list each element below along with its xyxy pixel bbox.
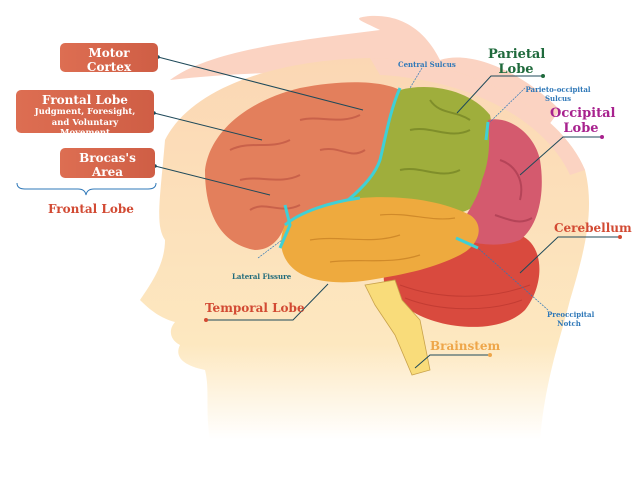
brainstem [364, 279, 431, 376]
central-sulcus [347, 87, 402, 202]
central-sulcus-label: Central Sulcus [398, 60, 456, 69]
lateral-fissure-label: Lateral Fissure [232, 272, 292, 281]
callout-title: Frontal Lobe [42, 93, 128, 107]
callout-title: Motor Cortex [86, 46, 132, 74]
parietal-lobe [350, 87, 492, 216]
parietal-lobe-label: Parietal Lobe [488, 47, 546, 77]
leader-temporal [206, 283, 329, 321]
callout-subtitle: Movement [84, 74, 134, 84]
preoccipital-notch-label: Preoccipital Notch [547, 310, 595, 328]
callout-subtitle: Judgment, Foresight, and Voluntary Movem… [34, 107, 136, 138]
leader-parietal [456, 75, 543, 114]
callout-subtitle: Speech [90, 179, 125, 189]
leader-cerebellum [519, 236, 620, 274]
lateral-fissure [278, 196, 361, 249]
parieto-occipital-sulcus [484, 121, 490, 141]
brocas-area-callout: Brocas's Area Speech [60, 148, 155, 189]
frontal-lobe-group-label: Frontal Lobe [48, 202, 134, 216]
occipital-lobe-label: Occipital Lobe [550, 106, 616, 136]
occipital-lobe [455, 119, 542, 245]
callout-title: Brocas's Area [79, 151, 136, 179]
leader-frontal-lobe [153, 112, 263, 141]
preoccipital-notch [455, 236, 479, 250]
cerebellum-label: Cerebellum [554, 221, 632, 235]
leader-brainstem [414, 354, 490, 369]
motor-cortex-callout: Motor Cortex Movement [60, 43, 158, 84]
leader-motor-cortex [157, 56, 364, 111]
leader-occipital [519, 136, 602, 176]
parieto-occipital-sulcus-label: Parieto-occipital Sulcus [525, 85, 591, 103]
frontal-lobe-callout: Frontal Lobe Judgment, Foresight, and Vo… [16, 90, 154, 138]
temporal-lobe-label: Temporal Lobe [205, 301, 305, 315]
leader-brocas-area [154, 165, 271, 196]
frontal-lobe-brace [16, 182, 157, 196]
brainstem-label: Brainstem [430, 339, 501, 353]
